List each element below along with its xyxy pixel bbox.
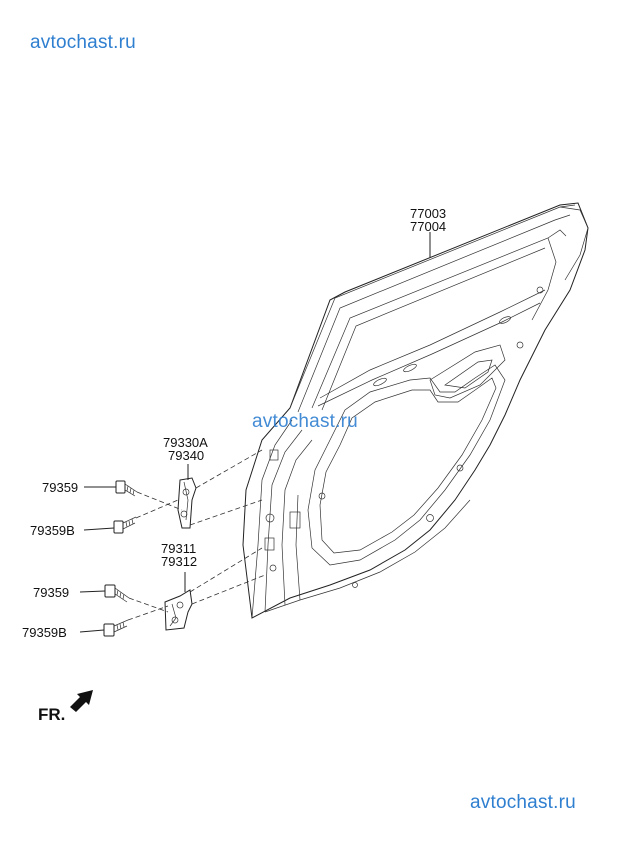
label-79312: 79312	[161, 554, 197, 569]
front-arrow-icon	[70, 690, 93, 712]
bolt-lower-1-leader	[79, 590, 106, 593]
label-79359B-lower: 79359B	[22, 625, 67, 640]
label-79359B-upper: 79359B	[30, 523, 75, 538]
lower-bolt-1	[104, 584, 130, 603]
bolt-upper-2-leader	[83, 527, 115, 531]
lower-dash-2	[127, 605, 169, 621]
bolt-lower-2-leader	[79, 629, 105, 633]
lower-bolt-2	[103, 619, 129, 637]
watermark-bottom: avtochast.ru	[470, 792, 576, 813]
label-79330A: 79330A	[163, 435, 208, 450]
upper-dash-2	[135, 499, 179, 519]
label-79359-lower: 79359	[33, 585, 69, 600]
upper-dash-1	[136, 491, 183, 511]
label-77003: 77003	[410, 206, 446, 221]
label-79340: 79340	[168, 448, 204, 463]
watermark-top: avtochast.ru	[30, 32, 136, 53]
upper-bolt-1	[115, 480, 138, 497]
watermark-middle: avtochast.ru	[252, 411, 358, 432]
lower-dash-4	[191, 574, 266, 605]
lower-hinge	[164, 589, 193, 631]
upper-dash-4	[189, 499, 263, 526]
front-direction-label: FR.	[38, 705, 65, 724]
lower-dash-3	[189, 547, 263, 593]
upper-bolt-2	[113, 516, 137, 534]
label-79311: 79311	[161, 541, 196, 556]
upper-hinge	[177, 477, 197, 529]
upper-dash-3	[195, 449, 263, 489]
label-77004: 77004	[410, 219, 446, 234]
lower-dash-1	[128, 597, 169, 613]
label-79359-upper: 79359	[42, 480, 78, 495]
rear-door-assembly	[242, 202, 589, 619]
